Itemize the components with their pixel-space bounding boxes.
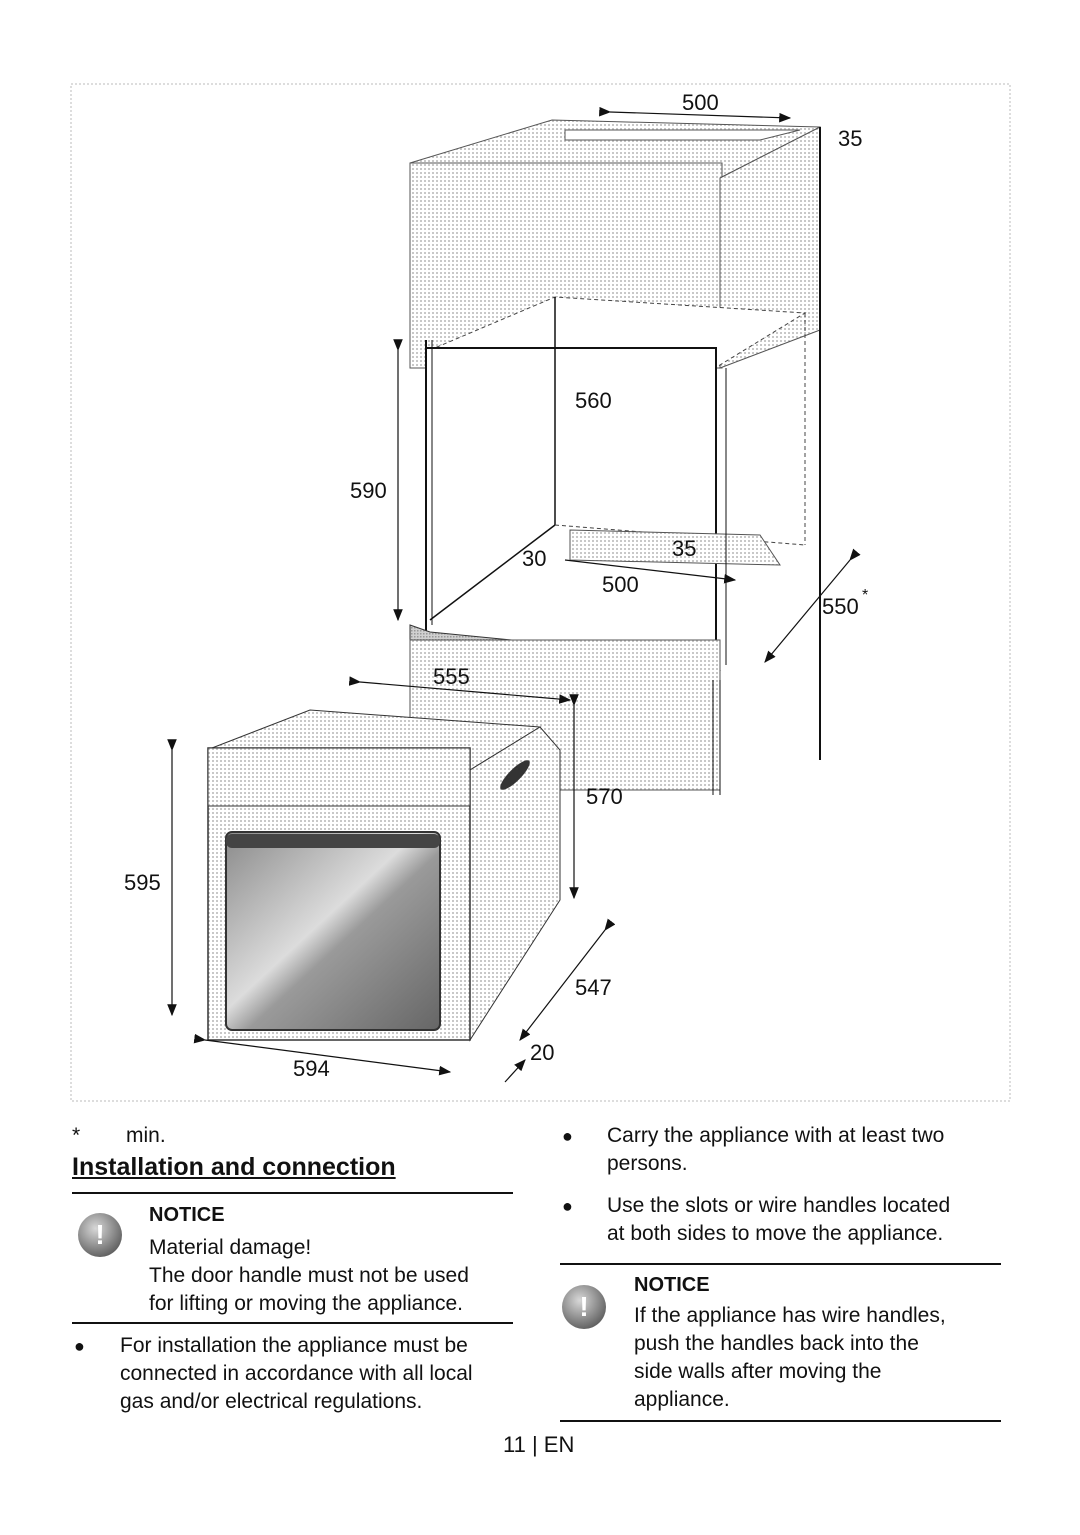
- bullet-line-2: at both sides to move the appliance.: [607, 1222, 944, 1245]
- bullet-line-1: Use the slots or wire handles located: [607, 1194, 951, 1217]
- notice-title: NOTICE: [634, 1274, 710, 1296]
- notice-line-2: push the handles back into the: [634, 1332, 919, 1355]
- footnote-text: min.: [126, 1124, 166, 1147]
- dim-570: 570: [586, 784, 623, 809]
- bullet-line-1: Carry the appliance with at least two: [607, 1124, 945, 1147]
- dim-595: 595: [124, 870, 161, 895]
- notice-line-2: The door handle must not be used: [149, 1264, 469, 1287]
- notice-line-1: If the appliance has wire handles,: [634, 1304, 946, 1327]
- dim-500-mid: 500: [602, 572, 639, 597]
- notice-rule: [560, 1263, 1001, 1265]
- bullet-dot-icon: ●: [562, 1126, 573, 1146]
- notice-line-1: Material damage!: [149, 1236, 312, 1259]
- bullet-dot-icon: ●: [74, 1336, 85, 1356]
- notice-title: NOTICE: [149, 1204, 225, 1226]
- notice-rule: [560, 1420, 1001, 1422]
- dim-594: 594: [293, 1056, 330, 1081]
- page-number: 11 | EN: [503, 1432, 575, 1457]
- section-heading: Installation and connection: [72, 1153, 396, 1181]
- diagram-frame: [70, 83, 1011, 1102]
- dim-35-top: 35: [838, 126, 862, 151]
- dim-30: 30: [522, 546, 546, 571]
- heading-rule: [72, 1192, 513, 1194]
- dim-555: 555: [433, 664, 470, 689]
- dim-590: 590: [350, 478, 387, 503]
- oven: [207, 709, 561, 1042]
- dimension-lines: [167, 106, 861, 1083]
- dim-547: 547: [575, 975, 612, 1000]
- bullet-line-2: persons.: [607, 1152, 688, 1175]
- dim-550-star: *: [862, 587, 868, 604]
- notice-line-3: side walls after moving the: [634, 1360, 882, 1383]
- dim-35-mid: 35: [672, 536, 696, 561]
- bullet-dot-icon: ●: [562, 1196, 573, 1216]
- bullet-line-1: For installation the appliance must be: [120, 1334, 468, 1357]
- exclamation-icon: !: [78, 1213, 122, 1257]
- dim-560: 560: [575, 388, 612, 413]
- footnote-symbol: *: [72, 1124, 81, 1147]
- notice-line-3: for lifting or moving the appliance.: [149, 1292, 464, 1315]
- dim-500-top: 500: [682, 90, 719, 115]
- dim-20: 20: [530, 1040, 554, 1065]
- bullet-line-2: connected in accordance with all local: [120, 1362, 473, 1385]
- exclamation-icon: !: [562, 1285, 606, 1329]
- installation-diagram: 500 35 560 590 30 35 500 550 * 555 570 5…: [70, 83, 1011, 1102]
- notice-rule: [72, 1322, 513, 1324]
- bullet-line-3: gas and/or electrical regulations.: [120, 1390, 423, 1413]
- cabinet: [409, 119, 821, 795]
- notice-line-4: appliance.: [634, 1388, 730, 1411]
- dim-550: 550: [822, 594, 859, 619]
